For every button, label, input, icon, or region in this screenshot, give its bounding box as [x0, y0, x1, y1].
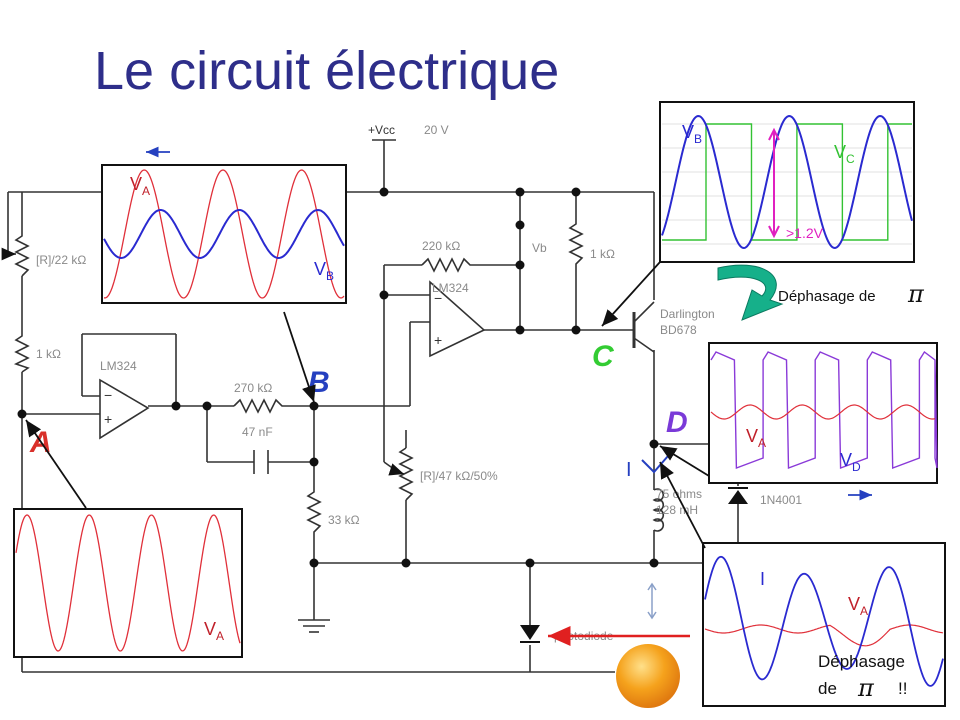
node-c-label: C: [592, 340, 615, 373]
current-arrow-icon: [641, 455, 669, 474]
resistor-1k-right: [568, 218, 584, 276]
resistor-1k-left: [13, 330, 30, 373]
scope-ab-vb-sub: B: [326, 269, 334, 283]
trace-vb-2: [661, 114, 913, 250]
darlington-transistor: [632, 301, 655, 353]
trace-vb: [103, 208, 345, 260]
trace-va: [103, 169, 345, 299]
junction-dots: [17, 187, 659, 568]
vcc-value: 20 V: [424, 123, 449, 137]
scope-bc-vb-sub: B: [694, 132, 702, 146]
scope-a-v: V: [204, 619, 216, 639]
resistor-270k: [233, 398, 286, 414]
capacitor-47n: [253, 450, 269, 474]
wires: [7, 139, 739, 673]
scope-vb-vc: VB VC >1.2V: [659, 101, 915, 263]
diode-label: 1N4001: [760, 493, 802, 507]
svg-text:+: +: [434, 332, 442, 348]
potentiometer-b: [388, 447, 414, 501]
node-d-label: D: [666, 406, 688, 439]
scope-ia-va-sub: A: [860, 604, 868, 618]
coil-inductance-label: 128 mH: [656, 503, 698, 517]
pot-b-label: [R]/47 kΩ/50%: [420, 469, 498, 483]
opamp-follower: − +: [99, 378, 150, 440]
r-220k-label: 220 kΩ: [422, 239, 460, 253]
svg-text:+: +: [104, 411, 112, 427]
trace-vc: [662, 123, 912, 241]
svg-text:VA: VA: [204, 619, 224, 643]
trace-va-3: [710, 404, 936, 420]
trace-i: [704, 555, 944, 687]
scope-ia-i-label: I: [760, 569, 765, 589]
opamp-comparator: − +: [429, 280, 486, 358]
scope-ad-va-sub: A: [758, 436, 766, 450]
svg-text:VA: VA: [746, 426, 766, 450]
phase-note-symbol: π: [907, 280, 925, 308]
svg-text:−: −: [434, 290, 442, 306]
scope-ad-vd-sub: D: [852, 460, 861, 474]
scope-va-vb: VA VB: [101, 164, 347, 304]
scope-bc-vc-sub: C: [846, 152, 855, 166]
opamp-follower-label: LM324: [100, 359, 137, 373]
sun-icon: [616, 644, 680, 708]
scope-ia-note-line2: de: [818, 679, 837, 698]
resistor-33k: [306, 486, 322, 540]
r-1k-left-label: 1 kΩ: [36, 347, 61, 361]
svg-text:VB: VB: [314, 259, 334, 283]
scope-ab-vb-v: V: [314, 259, 326, 279]
phase-note-text: Déphasage de: [778, 288, 876, 305]
ground-symbol: [298, 619, 330, 633]
transistor-label: Darlington: [660, 307, 715, 321]
scope-bc-vb-v: V: [682, 122, 694, 142]
trace-va-4: [704, 624, 944, 647]
current-label: I: [626, 459, 632, 481]
svg-text:VA: VA: [130, 174, 150, 198]
scope-bc-vc-v: V: [834, 142, 846, 162]
svg-text:VA: VA: [848, 594, 868, 618]
scope-a-sub: A: [216, 629, 224, 643]
page-title: Le circuit électrique: [94, 41, 560, 101]
svg-text:VD: VD: [840, 450, 861, 474]
r-1k-right-label: 1 kΩ: [590, 247, 615, 261]
resistor-220k: [421, 257, 474, 273]
scope-ia-va-v: V: [848, 594, 860, 614]
svg-text:−: −: [104, 387, 112, 403]
scope-ia-note-end: !!: [898, 679, 907, 698]
svg-text:VC: VC: [834, 142, 855, 166]
scope-va: VA: [13, 508, 243, 658]
scope-ad-va-v: V: [746, 426, 758, 446]
r-270k-label: 270 kΩ: [234, 381, 272, 395]
photodiode-symbol: [520, 625, 540, 643]
distance-arrow: [647, 582, 657, 620]
svg-text:VB: VB: [682, 122, 702, 146]
scope-va-vd: VA VD: [708, 342, 938, 484]
coil-resistance-label: 75 ohms: [656, 487, 702, 501]
scope-ab-va-sub: A: [142, 184, 150, 198]
potentiometer-a: [1, 230, 30, 277]
pointer-arrows: [25, 261, 710, 549]
pot-a-label: [R]/22 kΩ: [36, 253, 86, 267]
threshold-marker: [768, 127, 780, 239]
scope-ia-note-line1: Déphasage: [818, 652, 905, 671]
transistor-part-label: BD678: [660, 323, 697, 337]
threshold-label: >1.2V: [786, 225, 824, 241]
vcc-label: +Vcc: [368, 123, 395, 137]
scope-ia-note-symbol: π: [857, 674, 875, 702]
opamp-comparator-label: LM324: [432, 281, 469, 295]
diode-1n4001: [728, 487, 748, 504]
vb-label: Vb: [532, 241, 547, 255]
scope-i-va: I VA Déphasage de π !!: [702, 542, 946, 707]
inductor-coil: [652, 488, 665, 532]
r-33k-label: 33 kΩ: [328, 513, 360, 527]
c-47n-label: 47 nF: [242, 425, 273, 439]
scope-ad-vd-v: V: [840, 450, 852, 470]
phase-shift-arrow-icon: [717, 264, 784, 321]
scope-ab-va-v: V: [130, 174, 142, 194]
trace-va-2: [15, 514, 241, 652]
